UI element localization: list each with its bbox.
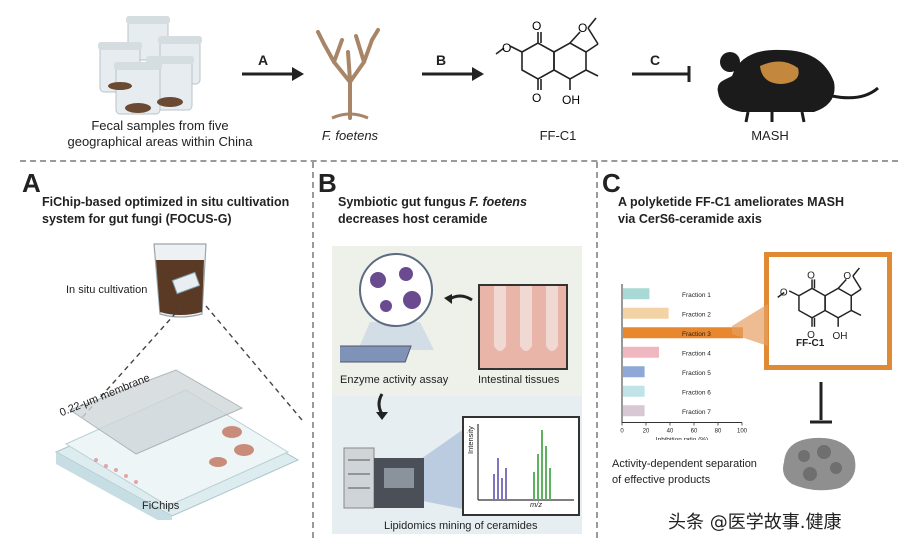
bar-1 [623,288,650,300]
box-mol-o2: O [807,330,815,341]
mass-spec-instrument [343,426,468,510]
bar-label-4: Fraction 4 [682,350,711,357]
beaker-illustration [153,243,207,318]
panel-b-title-species: F. foetens [469,195,527,209]
fichip-device [54,369,300,520]
arrow-b-label: B [436,52,447,68]
mol-oh: OH [562,93,580,107]
tick-label-20: 20 [643,429,650,435]
panel-a-letter: A [22,168,41,198]
orange-connector [732,304,768,346]
fecal-caption-line1: Fecal samples from five [91,118,229,133]
inhibition-symbol [810,382,832,424]
panel-a-title: FiChip-based optimized in situ cultivati… [42,194,302,228]
box-mol-o4: O [843,271,851,282]
intestinal-label: Intestinal tissues [478,374,560,386]
mouse-illustration [717,49,879,123]
compound-box-molecule: O O O O OH [777,267,862,342]
spectrum-box [462,416,580,516]
box-mol-o1: O [807,270,815,281]
panel-c-title: A polyketide FF-C1 ameliorates MASH via … [618,194,898,228]
fraction-bar-chart: Fraction 1 Fraction 2 Fraction 3 Fraction 4… [620,284,748,441]
mol-o2: O [532,91,541,105]
bar-7 [623,405,645,417]
compound-box-label: FF-C1 [796,338,825,349]
box-mol-o3: O [780,288,788,299]
panel-c-title-line1: A polyketide FF-C1 ameliorates MASH [618,195,844,209]
bar-6 [623,385,645,397]
section-divider-right [596,162,598,538]
tick-label-80: 80 [715,429,722,435]
arrow-a-label: A [258,52,269,68]
in-situ-label: In situ cultivation [66,284,148,296]
ff-c1-molecule: O O O O OH [495,17,599,107]
chart-x-label: Inhibition ratio (%) [656,437,708,441]
bar-label-1: Fraction 1 [682,292,711,299]
villi-drawing [480,286,566,368]
tick-label-100: 100 [737,429,748,435]
enzyme-label: Enzyme activity assay [340,374,449,386]
arrow-b [422,67,484,81]
separation-caption-line1: Activity-dependent separation [612,458,757,470]
mol-o4: O [578,21,587,35]
fecal-sample-jars [98,16,202,115]
enzyme-magnifier [340,253,434,363]
separation-caption: Activity-dependent separation of effecti… [612,456,757,488]
panel-b-title-line1: Symbiotic gut fungus F. foetens [338,194,588,211]
fecal-caption: Fecal samples from five geographical are… [60,118,260,150]
tick-label-60: 60 [691,429,698,435]
box-mol-oh: OH [833,331,848,342]
separation-caption-line2: of effective products [612,474,711,486]
compound-box: O O O O OH [764,252,892,370]
down-arrow-b [376,393,388,420]
panel-c-letter: C [602,168,621,198]
bar-2 [623,307,669,319]
panel-b-title-prefix: Symbiotic gut fungus [338,195,470,209]
fichips-label: FiChips [142,500,180,512]
inhibition-arrow-c [632,66,691,82]
mol-o3: O [502,41,511,55]
disease-caption: MASH [751,128,789,143]
watermark: 头条 @医学故事.健康 [668,512,842,533]
fecal-caption-line2: geographical areas within China [67,134,253,149]
compound-caption: FF-C1 [539,128,577,143]
panel-a-title-line1: FiChip-based optimized in situ cultivati… [42,195,290,209]
curved-arrow-left [444,294,473,304]
bar-label-2: Fraction 2 [682,311,711,318]
spectrum-plot [477,424,574,501]
fungus-illustration [316,28,380,120]
section-divider-horizontal [20,160,898,162]
fungus-caption: F. foetens [321,128,379,143]
bar-label-5: Fraction 5 [682,370,711,377]
tick-label-40: 40 [667,429,674,435]
arrow-a [242,67,304,81]
bar-4 [623,346,659,358]
bar-label-6: Fraction 6 [682,389,711,396]
panel-c-title-line2: via CerS6-ceramide axis [618,212,762,226]
bar-5 [623,366,645,378]
section-divider-left [312,162,314,538]
panel-b-letter: B [318,168,337,198]
panel-a-title-line2: system for gut fungi (FOCUS-G) [42,212,232,226]
bar-3 [623,327,743,339]
intensity-label: Intensity [466,426,475,454]
tick-label-0: 0 [620,429,624,435]
arrow-c-label: C [650,52,661,68]
liver-illustration [783,437,856,491]
bar-label-3: Fraction 3 [682,331,711,338]
bar-label-7: Fraction 7 [682,409,711,416]
lipidomics-label: Lipidomics mining of ceramides [384,520,538,532]
mz-label: m/z [530,500,543,509]
intestinal-box [478,284,568,370]
mol-o1: O [532,19,541,33]
panel-b-title-line2: decreases host ceramide [338,212,488,226]
panel-b-title: Symbiotic gut fungus F. foetens decrease… [338,194,588,228]
